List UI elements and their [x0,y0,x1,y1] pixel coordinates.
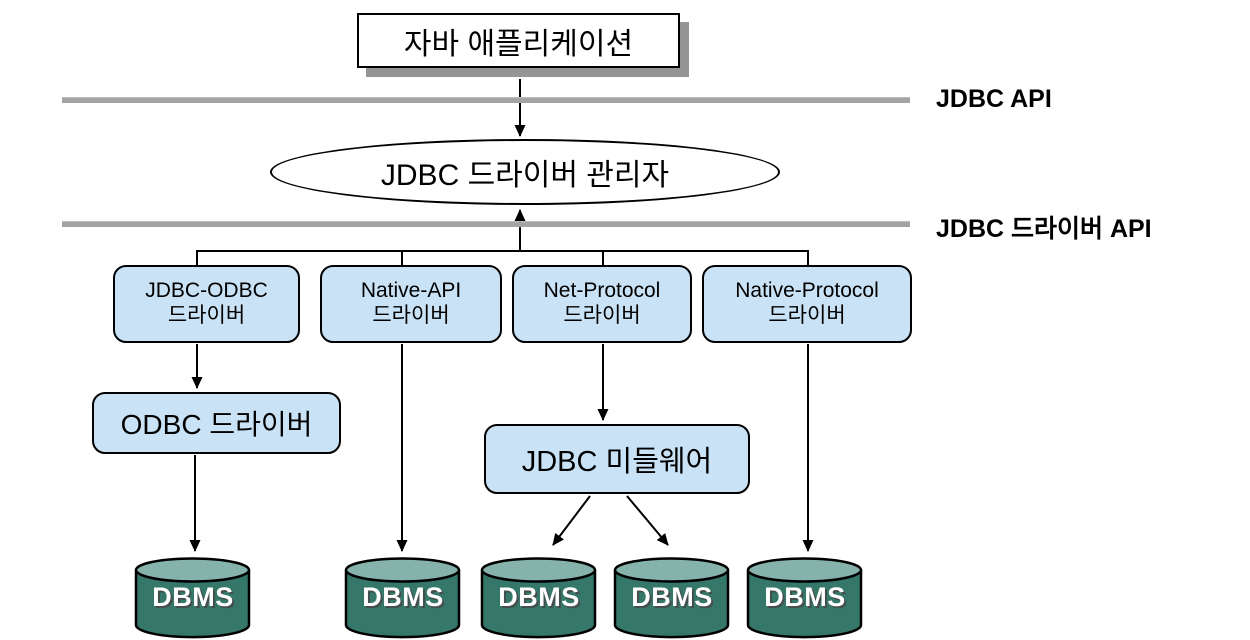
driver-subtitle: 드라이버 [768,304,846,327]
dbms-label: DBMS [152,582,234,612]
edge-driver-bus [196,250,809,266]
driver-name: Native-API [360,279,462,303]
node-dbms-3: DBMS [479,556,599,640]
node-dbms-4: DBMS [612,556,732,640]
node-dbms-1: DBMS [133,556,253,640]
driver-subtitle: 드라이버 [167,304,246,327]
database-cylinder-icon [480,557,597,639]
dbms-label: DBMS [631,582,713,612]
jdbc-api-line [62,97,910,103]
node-native-protocol-driver: Native-Protocol 드라이버 [702,265,912,343]
node-jdbc-driver-manager: JDBC 드라이버 관리자 [270,139,780,205]
node-jdbc-middleware: JDBC 미들웨어 [484,424,750,494]
node-jdbc-odbc-driver: JDBC-ODBC 드라이버 [113,265,300,343]
database-cylinder-icon [746,557,863,639]
node-net-protocol-driver: Net-Protocol 드라이버 [512,265,692,343]
dbms-label: DBMS [764,582,846,612]
database-cylinder-icon [344,557,461,639]
dbms-label: DBMS [498,582,580,612]
jdbc-api-label: JDBC API [936,85,1052,113]
node-dbms-5: DBMS [745,556,865,640]
database-cylinder-icon [613,557,730,639]
driver-name: Net-Protocol [543,279,661,303]
node-native-api-driver: Native-API 드라이버 [320,265,502,343]
driver-name: Native-Protocol [735,279,879,303]
node-dbms-2: DBMS [343,556,463,640]
edge-middleware-to-dbms3 [552,495,591,546]
node-odbc-driver: ODBC 드라이버 [92,392,341,454]
edge-middleware-to-dbms4 [626,495,669,546]
jdbc-driver-api-line [62,221,910,227]
database-cylinder-icon [134,557,251,639]
dbms-label: DBMS [362,582,444,612]
driver-subtitle: 드라이버 [372,304,450,327]
node-java-application: 자바 애플리케이션 [357,13,680,68]
driver-subtitle: 드라이버 [563,304,641,327]
jdbc-driver-api-label: JDBC 드라이버 API [936,215,1152,243]
driver-name: JDBC-ODBC [145,279,268,303]
